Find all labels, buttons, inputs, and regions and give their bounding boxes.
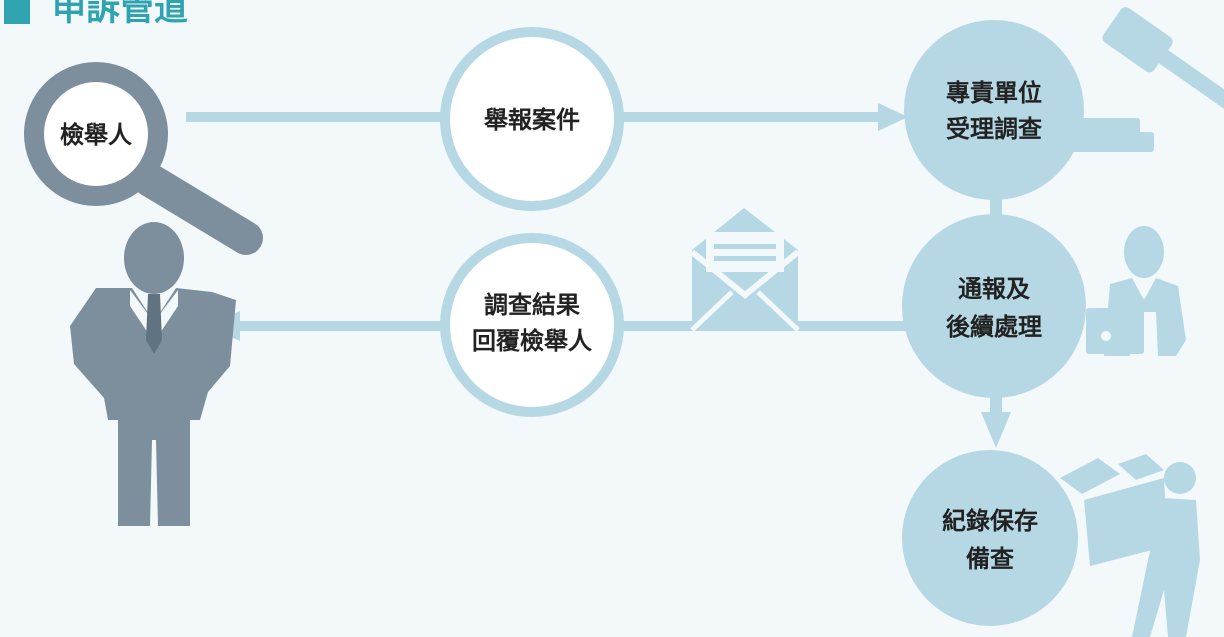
reply-node: 調查結果 回覆檢舉人 xyxy=(440,233,624,417)
reply-label-line1: 調查結果 xyxy=(484,291,580,319)
unit-label-line2: 受理調查 xyxy=(946,115,1042,143)
archive-label-line2: 備查 xyxy=(966,545,1014,573)
unit-label-line1: 專責單位 xyxy=(946,79,1042,107)
businessman-icon xyxy=(70,222,236,526)
laptop-worker-icon xyxy=(1086,226,1186,356)
arrow-right-head xyxy=(878,103,908,131)
report-case-node: 舉報案件 xyxy=(440,27,624,211)
notify-label-line1: 通報及 xyxy=(958,275,1030,303)
archive-node: 紀錄保存 備查 xyxy=(902,450,1078,626)
envelope-icon xyxy=(690,208,800,332)
box-carrier-icon xyxy=(1060,454,1200,637)
report-case-label: 舉報案件 xyxy=(483,106,580,134)
notify-node: 通報及 後續處理 xyxy=(902,214,1086,398)
gavel-icon xyxy=(1058,7,1224,152)
notify-label-line2: 後續處理 xyxy=(946,313,1042,341)
archive-label-line1: 紀錄保存 xyxy=(942,507,1038,535)
arrow-down-head xyxy=(981,412,1011,448)
title-marker xyxy=(4,0,30,24)
magnifier-icon: 檢舉人 xyxy=(24,62,263,255)
whistleblower-label: 檢舉人 xyxy=(60,121,132,149)
page-title: 申訴管道 xyxy=(52,0,188,29)
reply-label-line2: 回覆檢舉人 xyxy=(472,327,592,355)
responsible-unit-node: 專責單位 受理調查 xyxy=(904,20,1084,200)
